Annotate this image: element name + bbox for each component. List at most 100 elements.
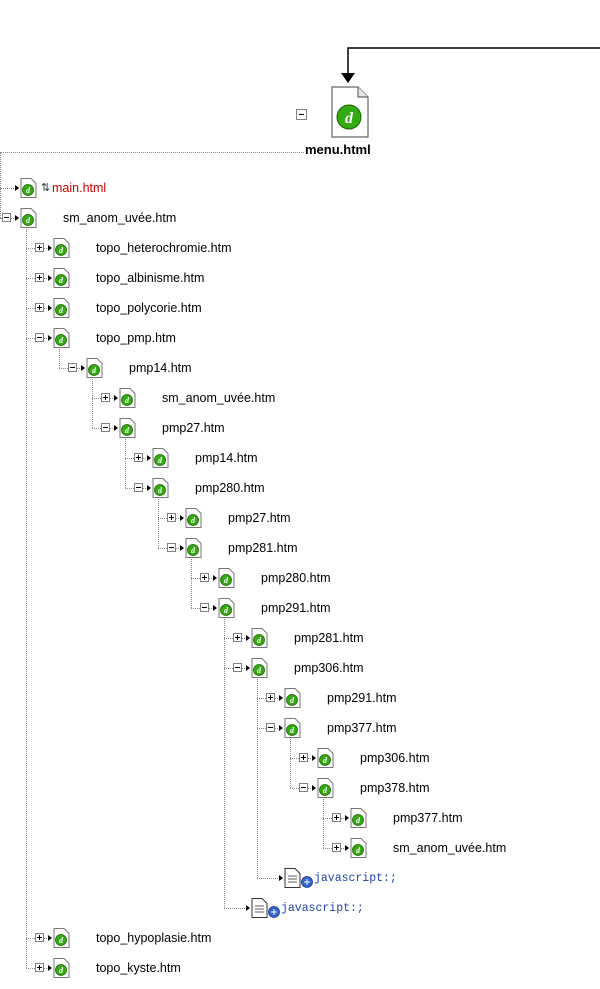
dreamweaver-file-icon: d — [185, 538, 202, 558]
tree-item-label[interactable]: topo_heterochromie.htm — [96, 241, 232, 255]
root-dotted-line — [0, 152, 304, 153]
tree-item-label[interactable]: pmp306.htm — [294, 661, 364, 675]
tree-item[interactable]: d pmp378.htm — [317, 778, 577, 798]
expand-toggle[interactable] — [35, 273, 44, 282]
tree-item[interactable]: javascript:; — [251, 898, 511, 918]
svg-text:d: d — [59, 966, 64, 975]
collapse-toggle[interactable] — [101, 423, 110, 432]
dreamweaver-file-icon: d — [251, 658, 268, 678]
link-arrow-icon — [312, 785, 316, 791]
link-arrow-icon — [114, 425, 118, 431]
expand-toggle[interactable] — [200, 573, 209, 582]
svg-text:d: d — [125, 426, 130, 435]
root-dotted-line — [0, 152, 1, 218]
collapse-toggle[interactable] — [2, 213, 11, 222]
tree-item-label[interactable]: pmp378.htm — [360, 781, 430, 795]
tree-item-label[interactable]: pmp306.htm — [360, 751, 430, 765]
expand-toggle[interactable] — [35, 243, 44, 252]
tree-connector-line — [224, 908, 247, 909]
tree-item-label[interactable]: pmp27.htm — [162, 421, 225, 435]
tree-item[interactable]: d topo_pmp.htm — [53, 328, 313, 348]
dreamweaver-file-icon: d — [317, 778, 334, 798]
tree-item[interactable]: d pmp280.htm — [152, 478, 412, 498]
dreamweaver-file-icon: d — [251, 628, 268, 648]
tree-item-label[interactable]: pmp377.htm — [327, 721, 397, 735]
svg-text:d: d — [191, 516, 196, 525]
collapse-toggle[interactable] — [134, 483, 143, 492]
tree-item-label[interactable]: pmp291.htm — [261, 601, 331, 615]
tree-item-label[interactable]: pmp14.htm — [195, 451, 258, 465]
collapse-toggle[interactable] — [200, 603, 209, 612]
expand-toggle[interactable] — [299, 753, 308, 762]
collapse-toggle[interactable] — [266, 723, 275, 732]
tree-item[interactable]: d pmp14.htm — [86, 358, 346, 378]
expand-toggle[interactable] — [167, 513, 176, 522]
tree-item[interactable]: d pmp27.htm — [119, 418, 379, 438]
svg-text:d: d — [92, 366, 97, 375]
link-arrow-icon — [48, 245, 52, 251]
tree-item-label[interactable]: pmp281.htm — [228, 541, 298, 555]
collapse-toggle[interactable] — [35, 333, 44, 342]
tree-item[interactable]: d pmp27.htm — [185, 508, 445, 528]
tree-item[interactable]: d pmp281.htm — [185, 538, 445, 558]
expand-toggle[interactable] — [35, 303, 44, 312]
tree-item-label[interactable]: sm_anom_uvée.htm — [393, 841, 507, 855]
tree-item[interactable]: d⇅main.html — [20, 178, 280, 198]
expand-toggle[interactable] — [134, 453, 143, 462]
tree-item[interactable]: javascript:; — [284, 868, 544, 888]
expand-toggle[interactable] — [332, 813, 341, 822]
expand-toggle[interactable] — [101, 393, 110, 402]
expand-toggle[interactable] — [332, 843, 341, 852]
expand-toggle[interactable] — [233, 633, 242, 642]
root-collapse-toggle[interactable] — [296, 109, 307, 120]
expand-toggle[interactable] — [35, 933, 44, 942]
tree-item-label[interactable]: javascript:; — [314, 872, 397, 885]
expand-toggle[interactable] — [35, 963, 44, 972]
tree-item-label[interactable]: topo_hypoplasie.htm — [96, 931, 212, 945]
tree-item[interactable]: d topo_kyste.htm — [53, 958, 313, 978]
tree-item-label[interactable]: pmp27.htm — [228, 511, 291, 525]
tree-item-label[interactable]: sm_anom_uvée.htm — [63, 211, 177, 225]
tree-item-label[interactable]: topo_albinisme.htm — [96, 271, 205, 285]
tree-item-label[interactable]: sm_anom_uvée.htm — [162, 391, 276, 405]
tree-item-label[interactable]: topo_pmp.htm — [96, 331, 176, 345]
tree-item-label[interactable]: topo_polycorie.htm — [96, 301, 202, 315]
collapse-toggle[interactable] — [167, 543, 176, 552]
svg-text:d: d — [257, 666, 262, 675]
tree-item-label[interactable]: pmp281.htm — [294, 631, 364, 645]
tree-item-label[interactable]: pmp291.htm — [327, 691, 397, 705]
tree-item-label[interactable]: javascript:; — [281, 902, 364, 915]
tree-item-label[interactable]: pmp377.htm — [393, 811, 463, 825]
tree-item-label[interactable]: main.html — [52, 181, 107, 195]
collapse-toggle[interactable] — [68, 363, 77, 372]
tree-item-label[interactable]: pmp14.htm — [129, 361, 192, 375]
svg-text:d: d — [59, 336, 64, 345]
root-label[interactable]: menu.html — [305, 142, 371, 157]
expand-toggle[interactable] — [266, 693, 275, 702]
collapse-toggle[interactable] — [299, 783, 308, 792]
tree-item-label[interactable]: pmp280.htm — [261, 571, 331, 585]
root-connector-arrow — [341, 47, 600, 83]
tree-item-label[interactable]: pmp280.htm — [195, 481, 265, 495]
collapse-toggle[interactable] — [233, 663, 242, 672]
dreamweaver-file-icon: d — [20, 178, 37, 198]
tree-item[interactable]: d pmp306.htm — [251, 658, 511, 678]
svg-text:d: d — [158, 486, 163, 495]
link-arrow-icon — [180, 545, 184, 551]
tree-item-label[interactable]: topo_kyste.htm — [96, 961, 181, 975]
tree-item[interactable]: d pmp281.htm — [251, 628, 511, 648]
